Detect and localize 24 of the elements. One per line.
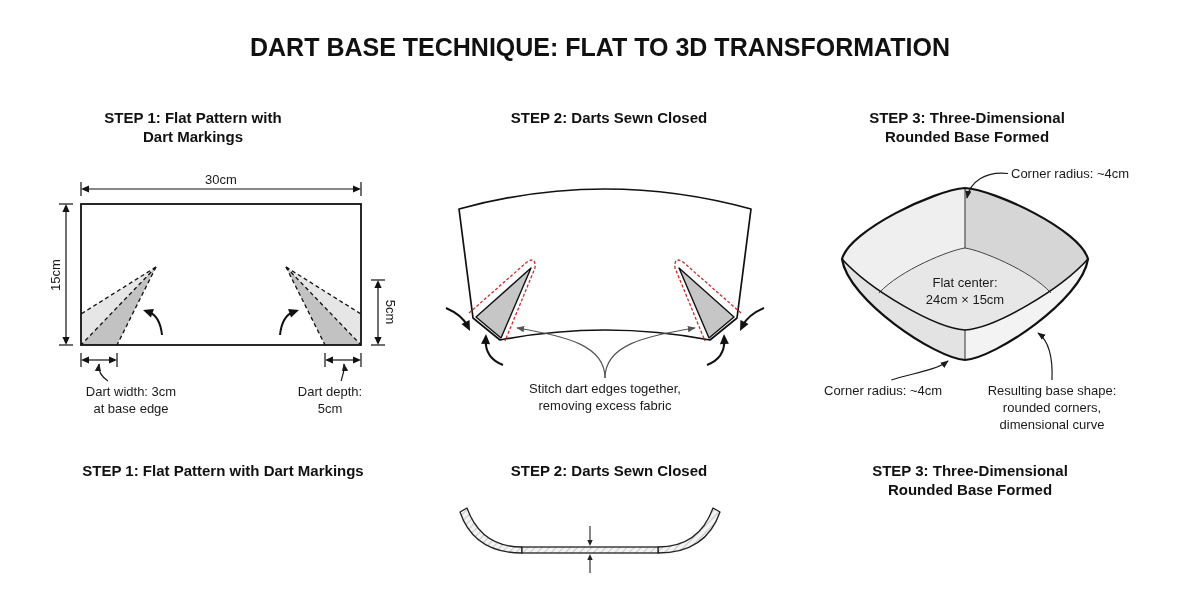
dimension-label: 30cm (205, 171, 237, 188)
leader-arrow (890, 360, 949, 381)
annotation-text: Corner radius: ~4cm (1011, 165, 1130, 182)
leader-arrow (604, 326, 696, 379)
step-heading: STEP 3: Three-Dimensional Rounded Base Formed (871, 461, 1069, 499)
annotation-text: Dart width: 3cm at base edge (81, 383, 181, 417)
annotation-text: Corner radius: ~4cm (824, 382, 943, 399)
step-heading: STEP 3: Three-Dimensional Rounded Base Formed (868, 108, 1066, 146)
dimension-label: 5cm (381, 299, 399, 325)
step-heading: STEP 1: Flat Pattern with Dart Markings (81, 461, 365, 480)
step-heading: STEP 2: Darts Sewn Closed (509, 108, 709, 127)
leader-arrow (516, 326, 606, 379)
dimension-label: 15cm (46, 259, 64, 291)
annotation-text: Dart depth: 5cm (290, 383, 370, 417)
leader-arrow (340, 363, 348, 382)
annotation-text: Resulting base shape: rounded corners, dimensional curve (982, 382, 1122, 433)
area-label: Flat center: 24cm × 15cm (924, 274, 1006, 308)
annotation-text: Stitch dart edges together, removing excess fabric (521, 380, 689, 414)
step-heading: STEP 1: Flat Pattern with Dart Markings (103, 108, 283, 146)
leader-arrow (95, 363, 109, 382)
step-heading: STEP 2: Darts Sewn Closed (509, 461, 709, 480)
leader-arrow (965, 172, 1009, 199)
leader-arrow (1037, 332, 1053, 381)
diagram-title: DART BASE TECHNIQUE: FLAT TO 3D TRANSFORMATION (250, 32, 950, 62)
